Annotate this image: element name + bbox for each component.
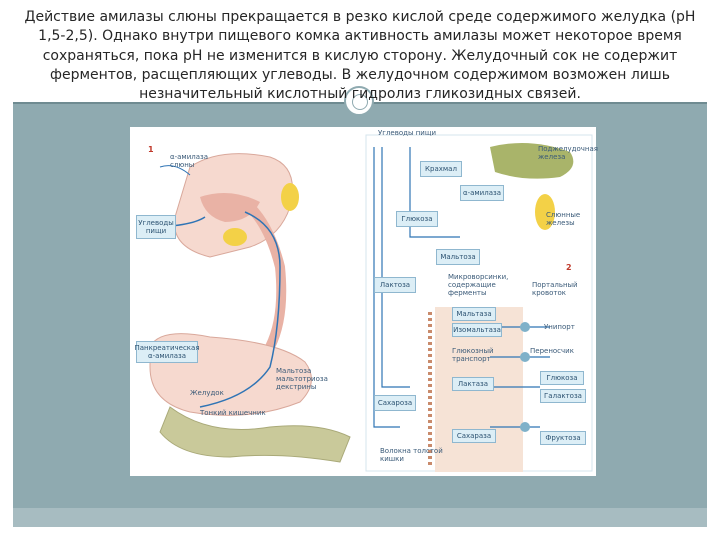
label-stomach: Желудок (190, 389, 224, 397)
transporter-2 (520, 352, 530, 362)
box-food-carbs-left: Углеводы пищи (136, 215, 176, 239)
label-microvilli: Микроворсинки, содержащие ферменты (448, 273, 509, 297)
intestine-shape (159, 406, 351, 463)
transporter-1 (520, 322, 530, 332)
box-galactose: Галактоза (540, 389, 586, 403)
label-small-intestine: Тонкий кишечник (200, 409, 266, 417)
panel-2-number: 2 (566, 263, 572, 272)
box-alpha-amylase: α-амилаза (460, 185, 504, 201)
label-maltose-maltotriose: Мальтоза мальтотриоза декстрины (276, 367, 328, 391)
box-pancreatic-amylase: Панкреатическая α-амилаза (134, 341, 200, 363)
panel-1-number: 1 (148, 145, 154, 154)
label-food-carbs-right: Углеводы пищи (378, 129, 436, 137)
box-maltose-top: Мальтоза (436, 249, 480, 265)
box-maltase: Мальтаза (452, 307, 496, 321)
mouth-cavity (200, 193, 260, 222)
pancreas-shape (490, 143, 574, 179)
salivary-gland-1 (223, 228, 247, 246)
starch-line (409, 147, 460, 238)
label-glucose-transporter: Глюкозный транспорт (452, 347, 494, 363)
label-colon-note: Волокна толстой кишки (380, 447, 443, 463)
decorative-ring-icon (344, 86, 374, 116)
label-salivary-glands: Слюнные железы (546, 211, 581, 227)
salivary-glands-right (535, 194, 555, 230)
box-lactase: Лактаза (452, 377, 494, 391)
box-glucose-top: Глюкоза (396, 211, 438, 227)
lactose-line (381, 147, 410, 388)
figure-drawing (144, 134, 593, 472)
box-glucose-out: Глюкоза (540, 371, 584, 385)
transporter-3 (520, 422, 530, 432)
box-sucrase: Сахараза (452, 429, 496, 443)
footer-bar (13, 508, 707, 527)
box-sucrose: Сахароза (374, 395, 416, 411)
salivary-gland-2 (281, 183, 299, 211)
label-salivary-amylase: α-амилаза слюны (170, 153, 209, 169)
label-transport: Унипорт (544, 323, 575, 331)
slide-paragraph: Действие амилазы слюны прекращается в ре… (24, 9, 696, 103)
box-fructose: Фруктоза (540, 431, 586, 445)
label-pancreas: Поджелудочная железа (538, 145, 598, 161)
sucrose-line (373, 147, 400, 428)
box-lactose: Лактоза (374, 277, 416, 293)
label-portal-vessel: Портальный кровоток (532, 281, 578, 297)
box-starch: Крахмал (420, 161, 462, 177)
amylase-flow-line (159, 165, 191, 176)
box-isomaltase: Изомальтаза (452, 323, 502, 337)
carbohydrate-digestion-figure: 1 α-амилаза слюны Углеводы пищи Панкреат… (130, 127, 598, 476)
label-carrier: Переносчик (530, 347, 574, 355)
